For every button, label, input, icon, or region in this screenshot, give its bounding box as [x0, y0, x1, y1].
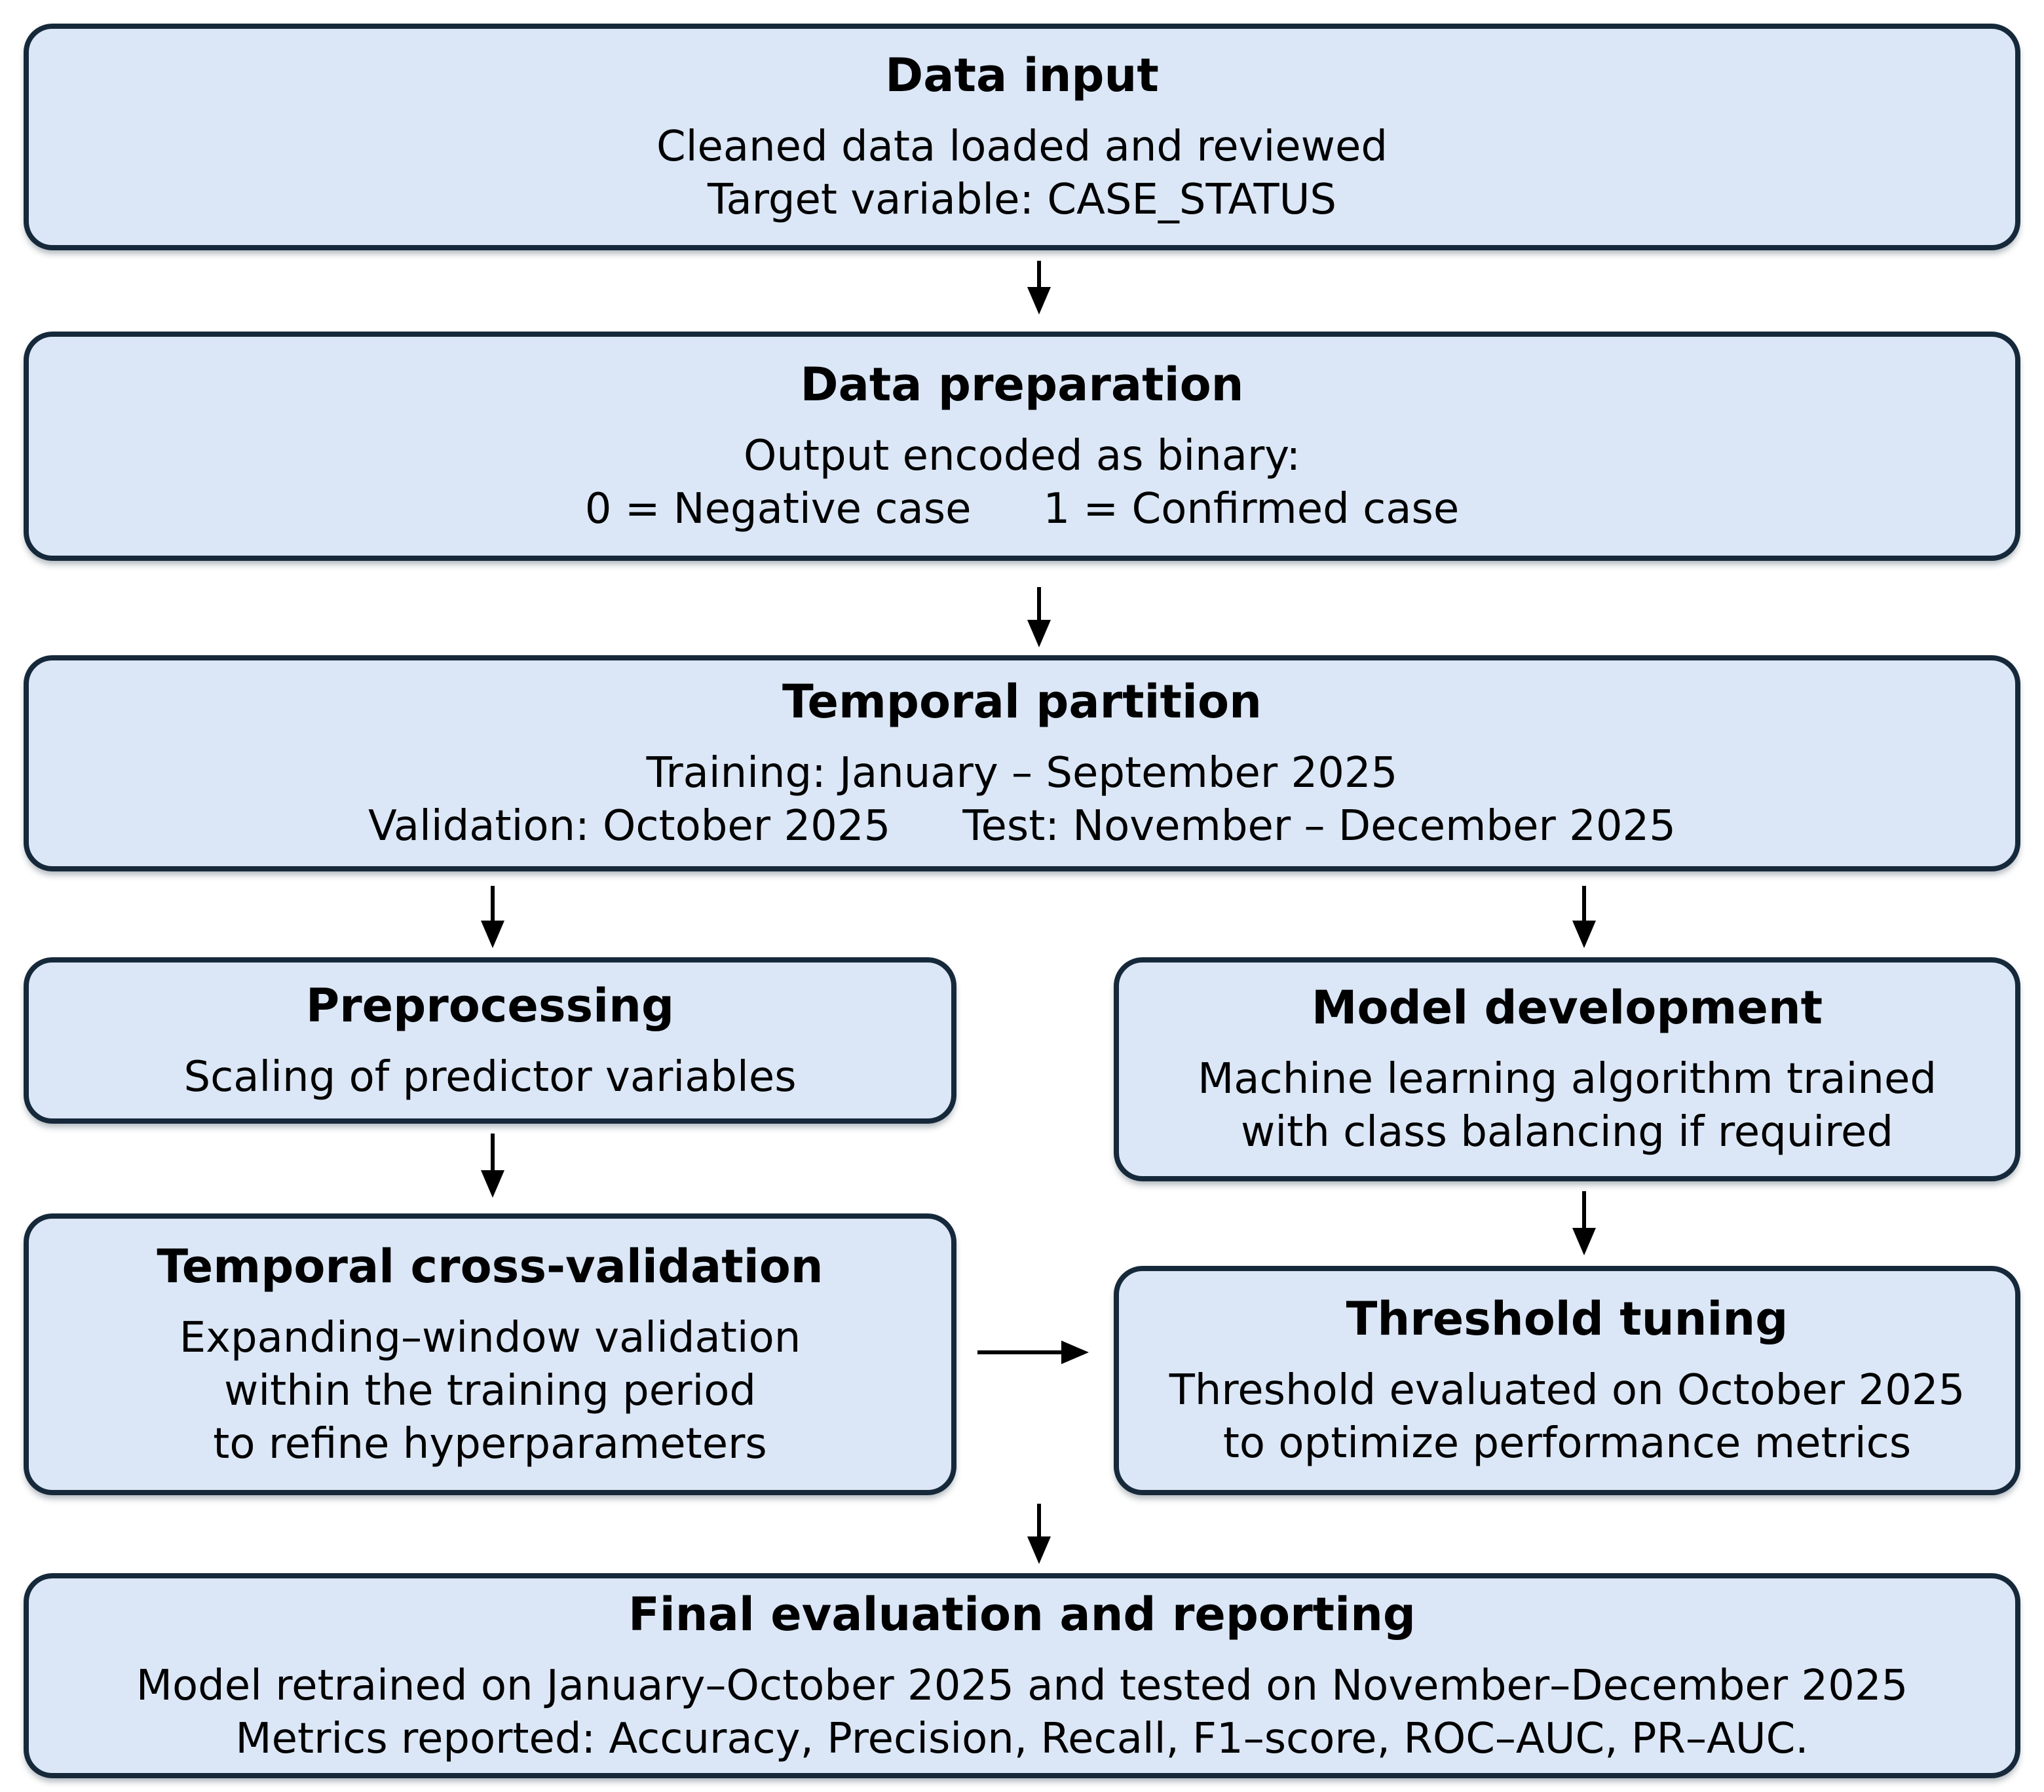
arrow-stem: [491, 1134, 495, 1170]
encoding-negative-label: 0 = Negative case: [584, 485, 972, 533]
arrow-down-icon-temporal-partition-to-model-development: [1572, 886, 1596, 948]
arrow-head: [1027, 1536, 1051, 1564]
box-temporal-partition-line-2: Validation: October 2025 Test: November …: [368, 800, 1676, 853]
box-temporal-partition-title: Temporal partition: [782, 675, 1262, 729]
arrow-stem: [1037, 587, 1041, 620]
arrow-head: [1027, 620, 1051, 647]
box-data-preparation: Data preparation Output encoded as binar…: [24, 332, 2020, 561]
box-model-development: Model development Machine learning algor…: [1114, 957, 2020, 1181]
arrow-stem: [1037, 261, 1041, 287]
box-temporal-partition: Temporal partition Training: January – S…: [24, 655, 2020, 871]
box-final-evaluation-line-2: Metrics reported: Accuracy, Precision, R…: [235, 1714, 1809, 1763]
arrow-head: [481, 1170, 504, 1198]
box-data-preparation-line-2: 0 = Negative case 1 = Confirmed case: [585, 483, 1459, 536]
arrow-down-icon-data-preparation-to-temporal-partition: [1027, 587, 1051, 647]
box-model-development-line-2: with class balancing if required: [1240, 1108, 1894, 1156]
arrow-head: [481, 921, 504, 948]
box-model-development-title: Model development: [1311, 981, 1823, 1035]
arrow-stem: [491, 886, 495, 921]
box-temporal-cross-validation-title: Temporal cross-validation: [157, 1239, 823, 1293]
arrow-down-icon-preprocessing-to-temporal-cross-validation: [481, 1134, 504, 1198]
box-temporal-partition-line-1: Training: January – September 2025: [646, 749, 1398, 797]
box-temporal-cross-validation-line-1: Expanding–window validation: [179, 1313, 801, 1362]
box-preprocessing: Preprocessing Scaling of predictor varia…: [24, 957, 956, 1124]
arrow-down-icon-to-final-evaluation: [1027, 1504, 1051, 1564]
box-data-input: Data input Cleaned data loaded and revie…: [24, 24, 2020, 250]
arrow-down-icon-temporal-partition-to-preprocessing: [481, 886, 504, 948]
box-data-input-title: Data input: [885, 48, 1159, 102]
box-data-preparation-line-1: Output encoded as binary:: [743, 432, 1301, 480]
box-threshold-tuning-line-2: to optimize performance metrics: [1222, 1419, 1912, 1468]
validation-period-label: Validation: October 2025: [368, 802, 891, 850]
box-preprocessing-line-1: Scaling of predictor variables: [183, 1052, 797, 1101]
test-period-label: Test: November – December 2025: [962, 802, 1676, 850]
box-data-input-line-1: Cleaned data loaded and reviewed: [656, 123, 1388, 171]
arrow-head: [1061, 1341, 1089, 1364]
box-data-input-line-2: Target variable: CASE_STATUS: [707, 176, 1337, 224]
arrow-stem: [1582, 886, 1586, 921]
box-threshold-tuning: Threshold tuning Threshold evaluated on …: [1114, 1266, 2020, 1495]
box-threshold-tuning-line-1: Threshold evaluated on October 2025: [1169, 1366, 1965, 1415]
encoding-confirmed-label: 1 = Confirmed case: [1043, 485, 1460, 533]
arrow-head: [1027, 287, 1051, 315]
box-temporal-cross-validation: Temporal cross-validation Expanding–wind…: [24, 1213, 956, 1495]
box-final-evaluation-title: Final evaluation and reporting: [628, 1587, 1416, 1641]
box-temporal-cross-validation-line-3: to refine hyperparameters: [213, 1419, 767, 1468]
box-final-evaluation-line-1: Model retrained on January–October 2025 …: [136, 1661, 1908, 1710]
box-final-evaluation: Final evaluation and reporting Model ret…: [24, 1573, 2020, 1778]
arrow-stem: [1582, 1191, 1586, 1228]
arrow-head: [1572, 1228, 1596, 1255]
arrow-down-icon-data-input-to-data-preparation: [1027, 261, 1051, 315]
arrow-stem: [1037, 1504, 1041, 1536]
arrow-right-icon-temporal-cross-validation-to-threshold-tuning: [977, 1341, 1089, 1364]
box-temporal-cross-validation-line-2: within the training period: [224, 1366, 756, 1415]
box-threshold-tuning-title: Threshold tuning: [1346, 1292, 1788, 1346]
arrow-stem: [977, 1350, 1061, 1354]
arrow-down-icon-model-development-to-threshold-tuning: [1572, 1191, 1596, 1255]
arrow-head: [1572, 921, 1596, 948]
box-preprocessing-title: Preprocessing: [305, 978, 675, 1033]
box-model-development-line-1: Machine learning algorithm trained: [1198, 1055, 1937, 1103]
box-data-preparation-title: Data preparation: [800, 358, 1244, 411]
